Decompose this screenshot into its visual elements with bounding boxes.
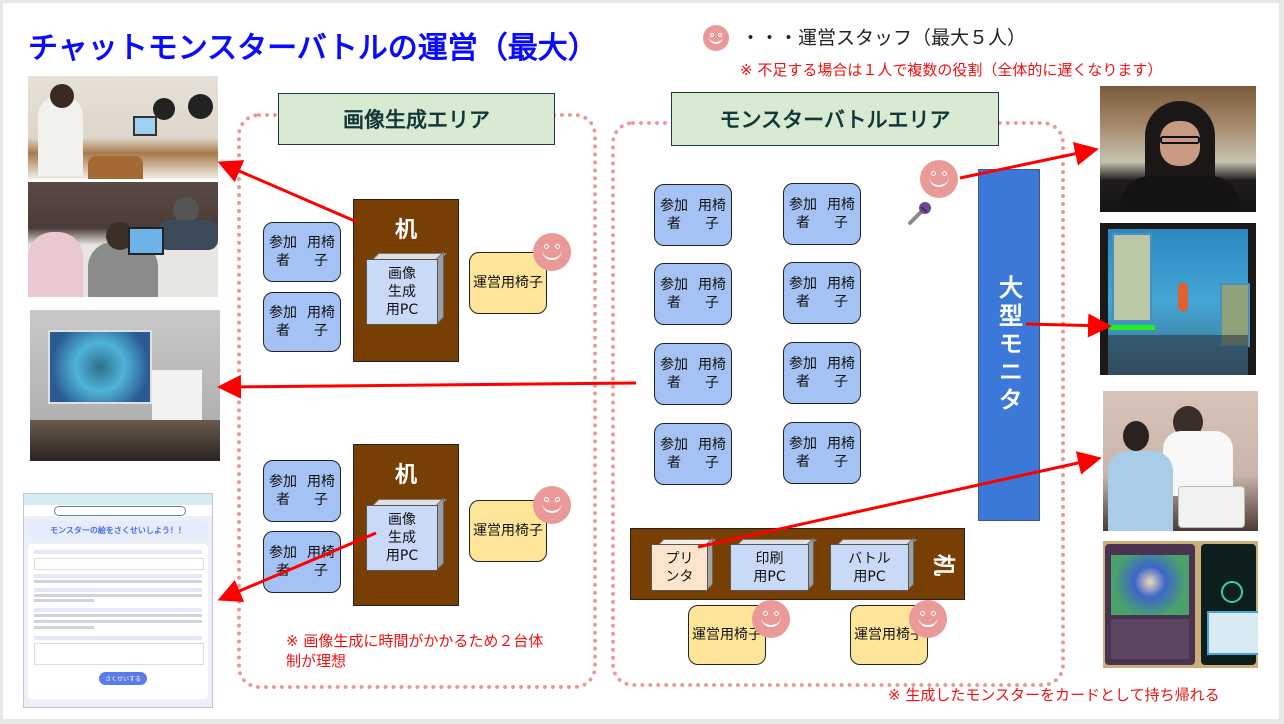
form-submit-button: さくせいする: [99, 672, 147, 685]
participant-chair: 参加者用椅子: [263, 222, 341, 282]
photo-battle-on-screen: [1100, 223, 1256, 375]
staff-face-icon: [533, 486, 571, 524]
microphone-icon: [908, 202, 931, 225]
photo-kids-at-table: [28, 182, 218, 297]
form-heading: モンスターの絵をさくせいしよう！！: [28, 521, 208, 539]
participant-chair: 参加者用椅子: [783, 342, 861, 404]
photo-monster-cards: [1103, 541, 1258, 668]
printer: プリンタ: [651, 537, 716, 592]
monitor-label: 大型モニタ: [994, 275, 1023, 415]
legend-note: ※ 不足する場合は１人で複数の役割（全体的に遅くなります）: [740, 61, 1163, 79]
image-gen-pc: 画像生成用PC: [366, 251, 447, 325]
photo-kids-generating-images: [28, 76, 218, 179]
photo-printing-card: [1103, 391, 1258, 531]
page-title: チャットモンスターバトルの運営（最大）: [28, 31, 598, 66]
large-monitor: 大型モニタ: [978, 169, 1040, 521]
participant-chair: 参加者用椅子: [654, 423, 732, 485]
desk-label: 机: [394, 463, 417, 488]
legend-text: ・・・運営スタッフ（最大５人）: [741, 27, 1027, 49]
image-area-note: ※ 画像生成に時間がかかるため２台体 制が理想: [286, 632, 544, 670]
battle-area-note: ※ 生成したモンスターをカードとして持ち帰れる: [888, 686, 1220, 704]
photo-projector-screen: [30, 310, 220, 461]
staff-chair: 運営用椅子: [469, 252, 547, 314]
battle-area-label: モンスターバトルエリア: [671, 92, 999, 146]
print-pc: 印刷用PC: [730, 537, 817, 592]
participant-chair: 参加者用椅子: [263, 460, 341, 522]
photo-mc-with-microphone: [1100, 86, 1256, 212]
staff-face-icon: [703, 25, 729, 51]
participant-chair: 参加者用椅子: [783, 262, 861, 324]
staff-face-icon: [909, 600, 947, 638]
participant-chair: 参加者用椅子: [263, 531, 341, 593]
slide: チャットモンスターバトルの運営（最大） ・・・運営スタッフ（最大５人） ※ 不足…: [3, 3, 1279, 719]
battle-pc: バトル用PC: [830, 537, 917, 592]
participant-chair: 参加者用椅子: [783, 422, 861, 484]
image-area-label: 画像生成エリア: [278, 93, 555, 145]
participant-chair: 参加者用椅子: [783, 183, 861, 245]
screenshot-monster-form: モンスターの絵をさくせいしよう！！ さくせいする: [23, 493, 213, 708]
participant-chair: 参加者用椅子: [654, 184, 732, 246]
staff-face-icon: [920, 160, 958, 198]
staff-face-icon: [752, 600, 790, 638]
staff-face-icon: [533, 233, 571, 271]
image-gen-pc: 画像生成用PC: [366, 497, 447, 571]
desk-label: 机: [929, 553, 955, 577]
desk-label: 机: [394, 218, 417, 243]
participant-chair: 参加者用椅子: [263, 292, 341, 352]
participant-chair: 参加者用椅子: [654, 343, 732, 405]
participant-chair: 参加者用椅子: [654, 263, 732, 325]
